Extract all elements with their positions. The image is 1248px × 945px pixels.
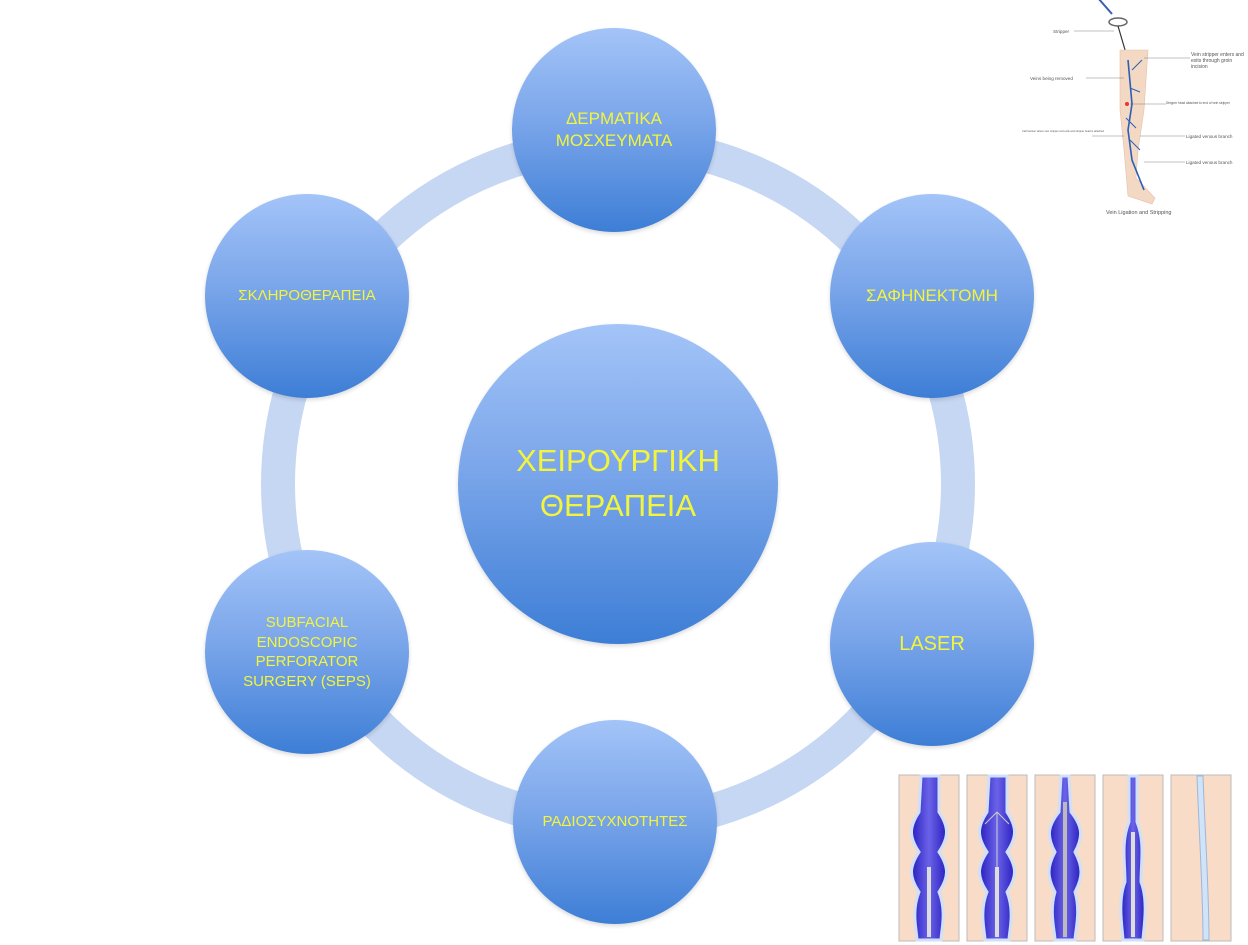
node-sclerotherapy: ΣΚΛΗΡΟΘΕΡΑΠΕΙΑ (205, 194, 409, 398)
node-label: ΣΚΛΗΡΟΘΕΡΑΠΕΙΑ (238, 287, 376, 305)
label-branch-1: Ligated venous branch (1186, 134, 1233, 139)
panel-1 (898, 774, 960, 942)
label-calf: Calf incision where vein stripper end ex… (1022, 129, 1104, 133)
label-stripper: Stripper (1053, 29, 1070, 34)
panel-4 (1102, 774, 1164, 942)
endovenous-ablation-panels (898, 774, 1232, 942)
vein-stripping-illustration: Stripper Veins being removed Stripper he… (1022, 0, 1233, 216)
node-radiofrequency: ΡΑΔΙΟΣΥΧΝΟΤΗΤΕΣ (513, 720, 717, 924)
label-veins: Veins being removed (1030, 76, 1073, 81)
node-label: ΔΕΡΜΑΤΙΚΑ ΜΟΣΧΕΥΜΑΤΑ (555, 108, 673, 150)
panel-3 (1034, 774, 1096, 942)
panel-2 (966, 774, 1028, 942)
node-seps: SUBFACIAL ENDOSCOPIC PERFORATOR SURGERY … (205, 550, 409, 754)
panel-5 (1170, 774, 1232, 942)
center-node-surgical-therapy: ΧΕΙΡΟΥΡΓΙΚΗ ΘΕΡΑΠΕΙΑ (458, 324, 778, 644)
node-saphenectomy: ΣΑΦΗΝΕΚΤΟΜΗ (830, 194, 1034, 398)
label-groin: Vein stripper enters and exits through g… (1191, 52, 1244, 70)
node-label: LASER (899, 633, 965, 655)
node-label: ΡΑΔΙΟΣΥΧΝΟΤΗΤΕΣ (542, 813, 688, 831)
label-head: Stripper head attached to end of vein st… (1166, 101, 1231, 105)
node-label: SUBFACIAL ENDOSCOPIC PERFORATOR SURGERY … (243, 614, 371, 690)
node-label: ΣΑΦΗΝΕΚΤΟΜΗ (866, 285, 998, 305)
node-skin-grafts: ΔΕΡΜΑΤΙΚΑ ΜΟΣΧΕΥΜΑΤΑ (512, 28, 716, 232)
label-branch-2: Ligated venous branch (1186, 160, 1233, 165)
center-label: ΧΕΙΡΟΥΡΓΙΚΗ ΘΕΡΑΠΕΙΑ (516, 443, 720, 523)
illustration-caption: Vein Ligation and Stripping (1106, 210, 1171, 216)
node-laser: LASER (830, 542, 1034, 746)
